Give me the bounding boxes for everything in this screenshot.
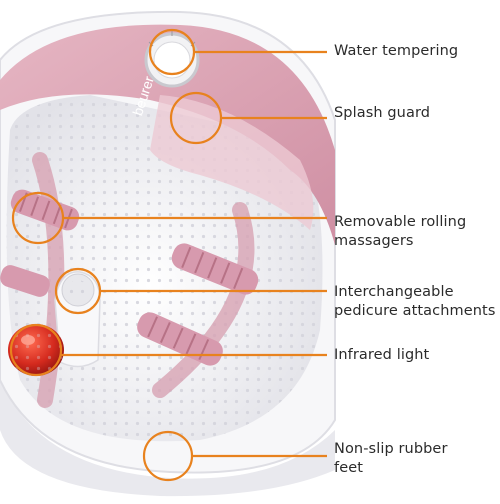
foot-channel-right bbox=[152, 202, 255, 398]
rolling-massager-bottom bbox=[137, 312, 223, 366]
spa-base bbox=[0, 380, 335, 497]
pedicure-attachment bbox=[54, 271, 101, 368]
callout-text: Splash guard bbox=[334, 105, 431, 121]
splash-guard-lid bbox=[0, 24, 335, 245]
callout-text: feet bbox=[334, 460, 364, 476]
callout-text: Infrared light bbox=[334, 347, 430, 363]
callout-circle-infrared-light bbox=[9, 323, 63, 377]
callout-text: Interchangeable bbox=[334, 284, 454, 300]
callout-text: pedicure attachments bbox=[334, 303, 496, 319]
callout-text: Water tempering bbox=[334, 43, 459, 59]
callout-label-pedicure-attachments: Interchangeable pedicure attachments bbox=[334, 283, 495, 321]
callout-label-water-tempering: Water tempering bbox=[334, 42, 458, 61]
callout-text: Non-slip rubber bbox=[334, 441, 448, 457]
callout-text: Removable rolling bbox=[334, 214, 467, 230]
callout-text: massagers bbox=[334, 233, 414, 249]
rolling-massager-right bbox=[171, 243, 259, 295]
callout-label-infrared-light: Infrared light bbox=[334, 346, 429, 365]
callout-label-rubber-feet: Non-slip rubber feet bbox=[334, 440, 448, 478]
callout-label-rolling-massagers: Removable rolling massagers bbox=[334, 213, 466, 251]
rolling-massager-left bbox=[0, 265, 50, 297]
splash-guard-window bbox=[150, 95, 314, 230]
callout-label-splash-guard: Splash guard bbox=[334, 104, 430, 123]
infrared-light bbox=[8, 324, 64, 376]
